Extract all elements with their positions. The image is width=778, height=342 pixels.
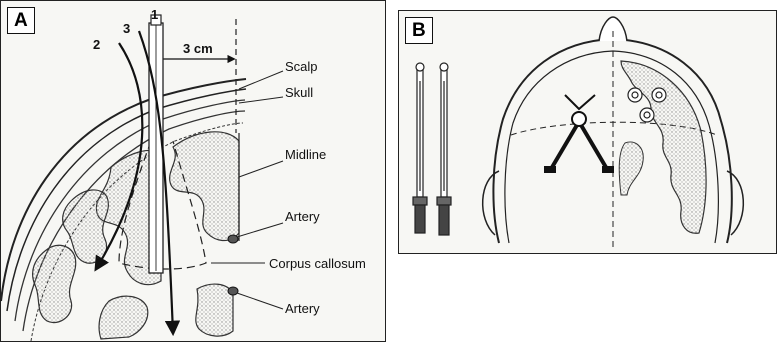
forceps-instrument	[545, 95, 613, 172]
probe-1-number: 1	[151, 7, 158, 22]
label-artery-lower: Artery	[285, 301, 320, 316]
probe-1-cannula	[149, 15, 163, 273]
panel-b-tag: B	[405, 17, 433, 44]
panel-a: 1 2 3 3 cm Scalp Skull Midline Artery Co…	[0, 0, 386, 342]
label-midline: Midline	[285, 147, 326, 162]
cannula-left	[413, 63, 427, 233]
cortex-gyri	[33, 132, 239, 339]
nose	[599, 17, 627, 41]
label-artery-upper: Artery	[285, 209, 320, 224]
label-corpus-callosum: Corpus callosum	[269, 256, 366, 271]
probe-2-number: 2	[93, 37, 100, 52]
panel-a-tag: A	[7, 7, 35, 34]
inner-gyrus	[619, 142, 643, 195]
panel-b: B	[398, 10, 777, 254]
panel-a-diagram: 1 2 3 3 cm Scalp Skull Midline Artery Co…	[1, 1, 385, 341]
label-skull: Skull	[285, 85, 313, 100]
panel-b-diagram	[399, 11, 776, 253]
cannula-right	[437, 63, 451, 235]
label-scalp: Scalp	[285, 59, 318, 74]
artery-upper-marker	[228, 235, 238, 243]
probe-3-number: 3	[123, 21, 130, 36]
artery-lower-marker	[228, 287, 238, 295]
distance-label: 3 cm	[183, 41, 213, 56]
